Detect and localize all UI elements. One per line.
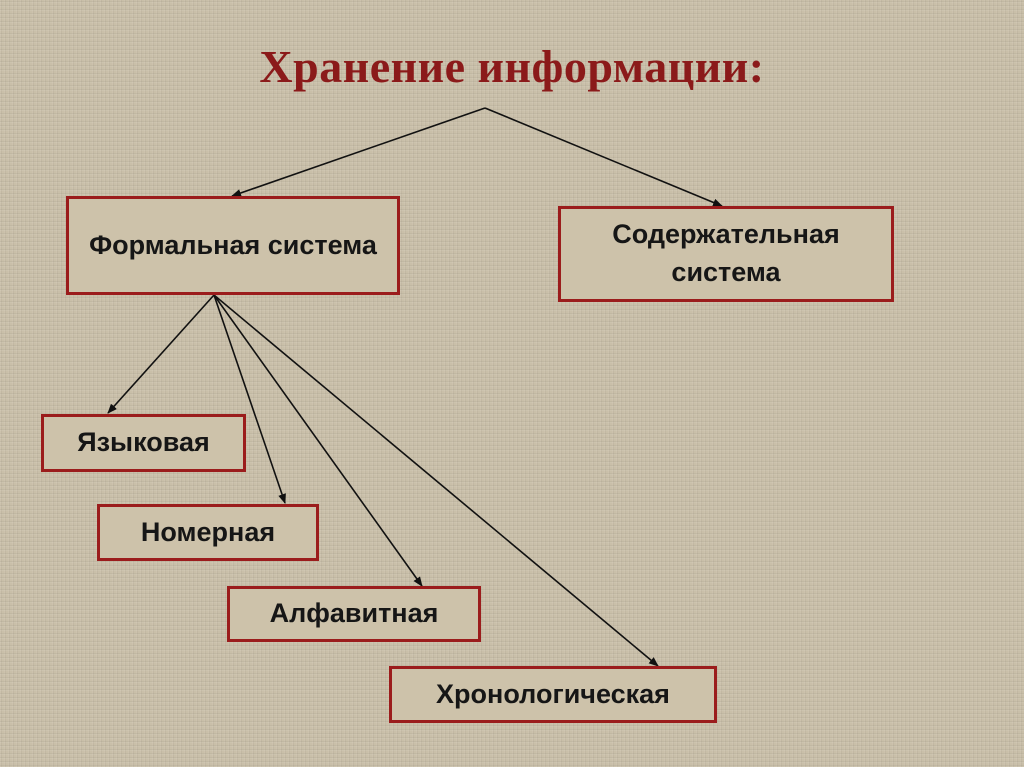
arrow-title-to-content	[484, 107, 723, 207]
node-formal-label: Формальная система	[89, 229, 377, 260]
node-number: Номерная	[97, 504, 319, 561]
node-language-label: Языковая	[77, 427, 210, 458]
node-formal-system: Формальная система	[66, 196, 400, 295]
arrow-formal-to-alphabet	[213, 294, 423, 587]
page-title: Хранение информации:	[259, 41, 765, 92]
arrow-formal-to-chrono	[213, 294, 659, 667]
node-number-label: Номерная	[140, 516, 276, 547]
arrow-formal-to-language	[107, 294, 215, 414]
node-content-label: Содержательная система	[612, 219, 840, 287]
arrow-title-to-formal	[231, 107, 486, 197]
arrow-formal-to-number	[213, 294, 286, 504]
node-content-system: Содержательная система	[558, 206, 894, 302]
node-chrono-label: Хронологическая	[436, 678, 670, 709]
node-alphabet: Алфавитная	[227, 586, 481, 642]
node-chronological: Хронологическая	[389, 666, 717, 723]
node-language: Языковая	[41, 414, 246, 472]
node-alphabet-label: Алфавитная	[269, 598, 439, 629]
